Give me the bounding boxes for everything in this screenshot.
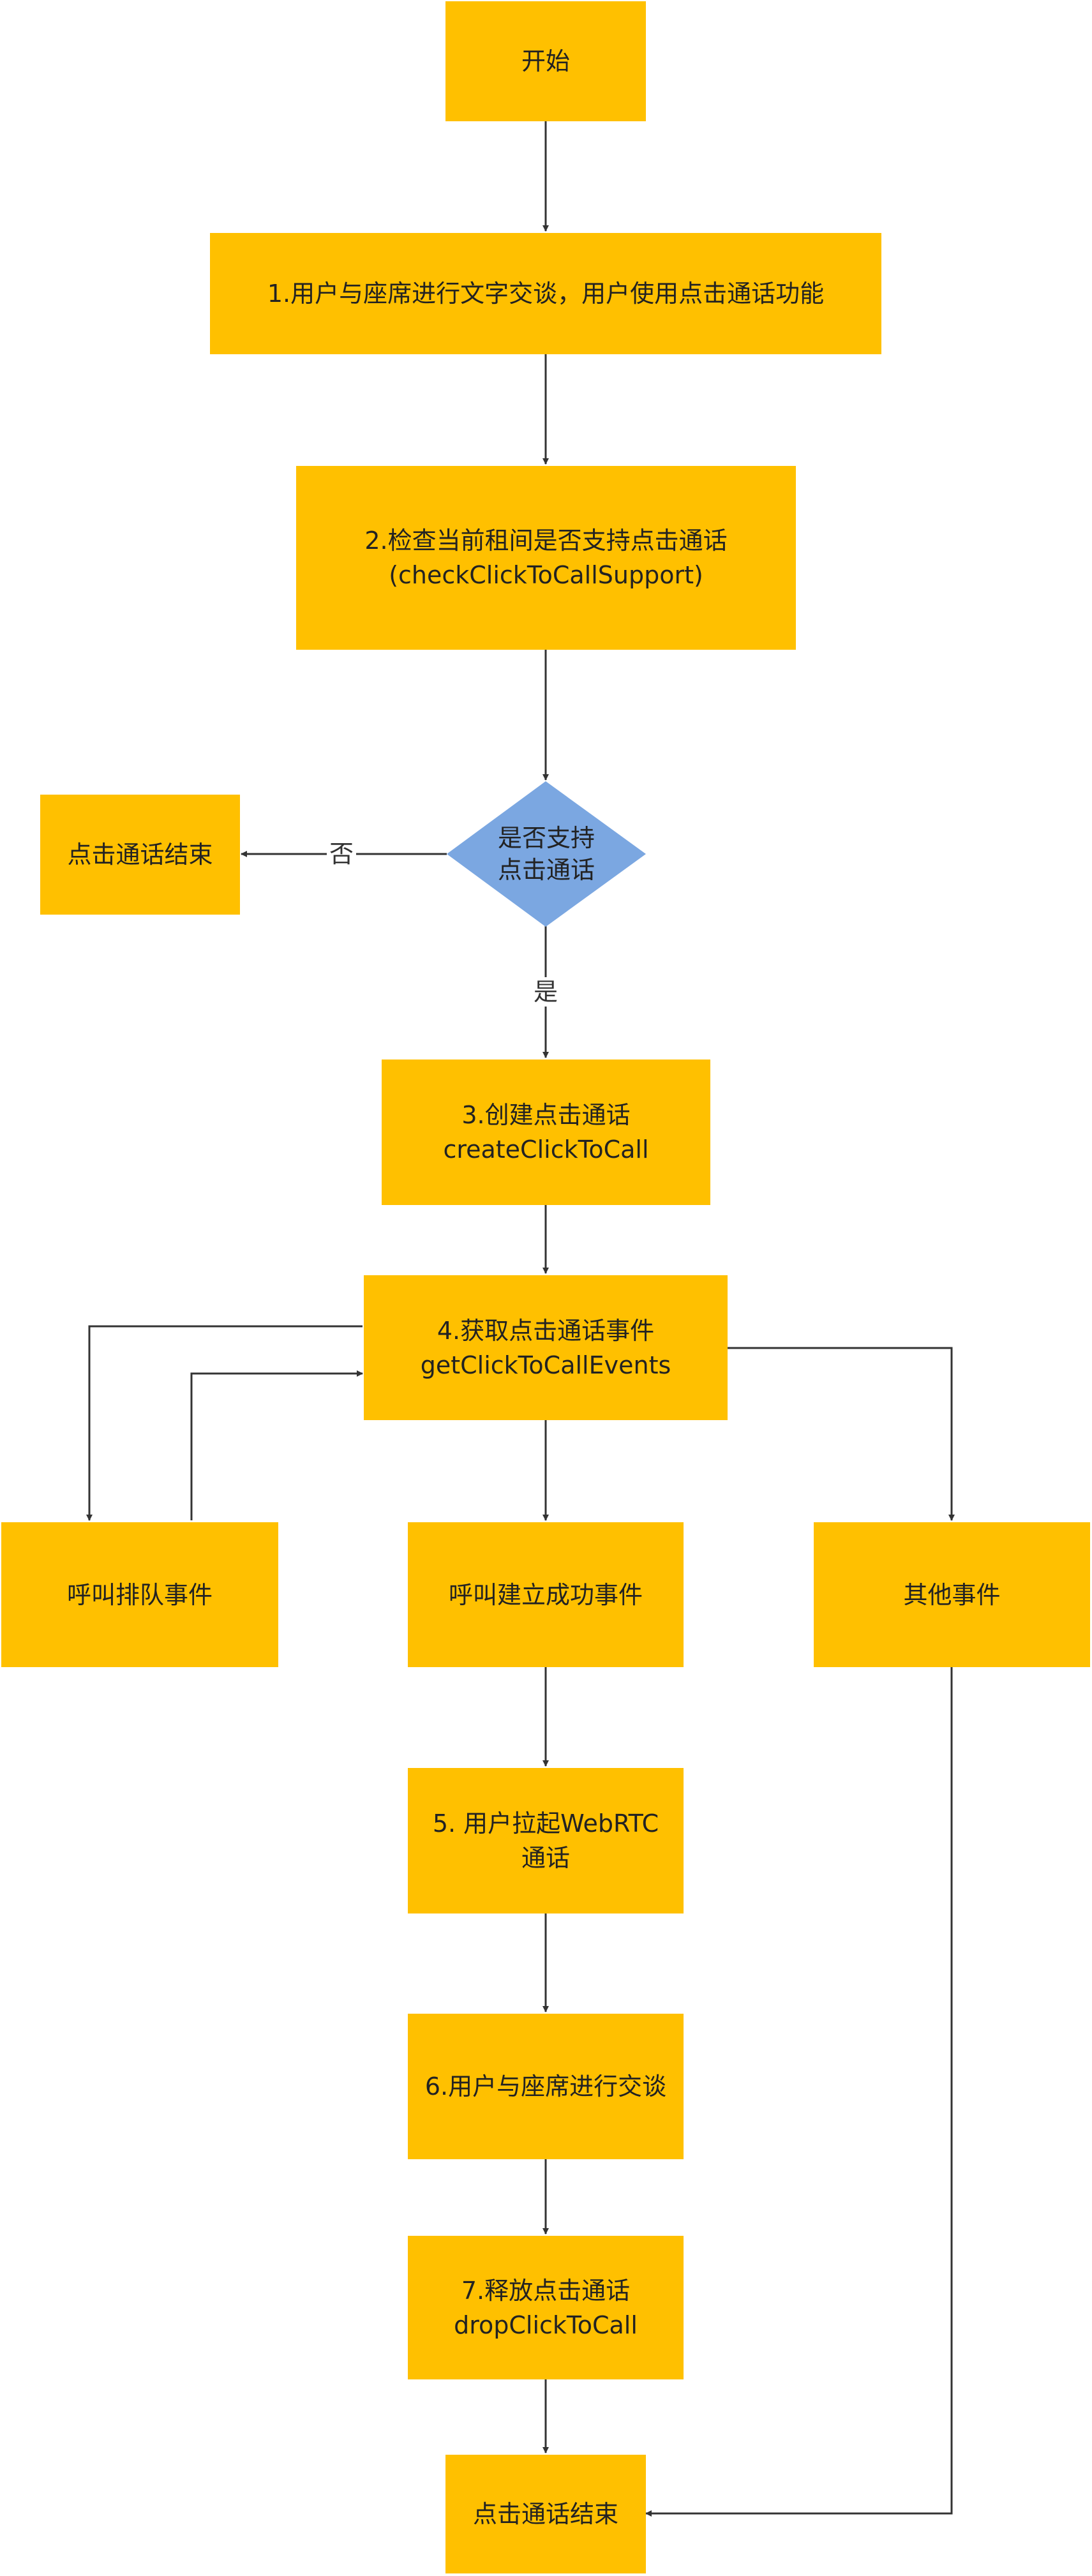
step6-node-label: 6.用户与座席进行交谈 xyxy=(424,2072,667,2100)
edge-label-no: 否 xyxy=(327,839,357,869)
step2-node: 2.检查当前租间是否支持点击通话 (checkClickToCallSuppor… xyxy=(296,466,796,650)
end-bottom-node-label: 点击通话结束 xyxy=(472,2500,618,2528)
edge-label-yes: 是 xyxy=(531,977,561,1007)
step1-node-label: 1.用户与座席进行文字交谈，用户使用点击通话功能 xyxy=(267,280,825,308)
step4-node-label-line1: 4.获取点击通话事件 xyxy=(437,1316,655,1345)
step4-node: 4.获取点击通话事件 getClickToCallEvents xyxy=(364,1275,728,1420)
edge-step4-to-queue-event xyxy=(86,1325,363,1521)
start-node: 开始 xyxy=(445,1,646,121)
queue-event-node: 呼叫排队事件 xyxy=(1,1522,278,1667)
step1-node: 1.用户与座席进行文字交谈，用户使用点击通话功能 xyxy=(210,233,881,354)
connected-event-node: 呼叫建立成功事件 xyxy=(408,1522,684,1667)
connected-event-node-label: 呼叫建立成功事件 xyxy=(448,1580,643,1609)
end-left-node: 点击通话结束 xyxy=(40,795,240,915)
queue-event-node-label: 呼叫排队事件 xyxy=(66,1580,213,1609)
edge-queue-event-to-step4 xyxy=(190,1370,363,1520)
edge-other-event-to-end-bottom xyxy=(645,1667,953,2517)
end-left-node-label: 点击通话结束 xyxy=(67,841,213,869)
step5-node: 5. 用户拉起WebRTC 通话 xyxy=(408,1768,684,1913)
step2-node-label-line2: (checkClickToCallSupport) xyxy=(389,561,703,589)
step2-node-label-line1: 2.检查当前租间是否支持点击通话 xyxy=(364,527,728,555)
step3-node-label-line1: 3.创建点击通话 xyxy=(461,1101,631,1129)
other-event-node-label: 其他事件 xyxy=(903,1580,1001,1609)
end-bottom-node: 点击通话结束 xyxy=(445,2455,646,2573)
step7-node-label-line2: dropClickToCall xyxy=(454,2310,638,2339)
step5-node-label-line1: 5. 用户拉起WebRTC xyxy=(432,1809,659,1838)
step3-node-label-line2: createClickToCall xyxy=(443,1135,649,1164)
step4-node-label-line2: getClickToCallEvents xyxy=(420,1351,671,1379)
edge-step4-to-other-event xyxy=(728,1347,955,1521)
decision-diamond xyxy=(447,781,646,927)
decision-node-label: 是否支持 点击通话 xyxy=(447,781,646,927)
step7-node: 7.释放点击通话 dropClickToCall xyxy=(408,2236,684,2379)
start-node-label: 开始 xyxy=(521,47,570,75)
decision-node-label-line1: 是否支持 xyxy=(497,824,595,852)
decision-node-label-line2: 点击通话 xyxy=(497,856,595,884)
step6-node: 6.用户与座席进行交谈 xyxy=(408,2014,684,2159)
other-event-node: 其他事件 xyxy=(814,1522,1090,1667)
step7-node-label-line1: 7.释放点击通话 xyxy=(461,2276,631,2305)
step3-node: 3.创建点击通话 createClickToCall xyxy=(382,1060,710,1205)
step5-node-label-line2: 通话 xyxy=(521,1844,570,1872)
